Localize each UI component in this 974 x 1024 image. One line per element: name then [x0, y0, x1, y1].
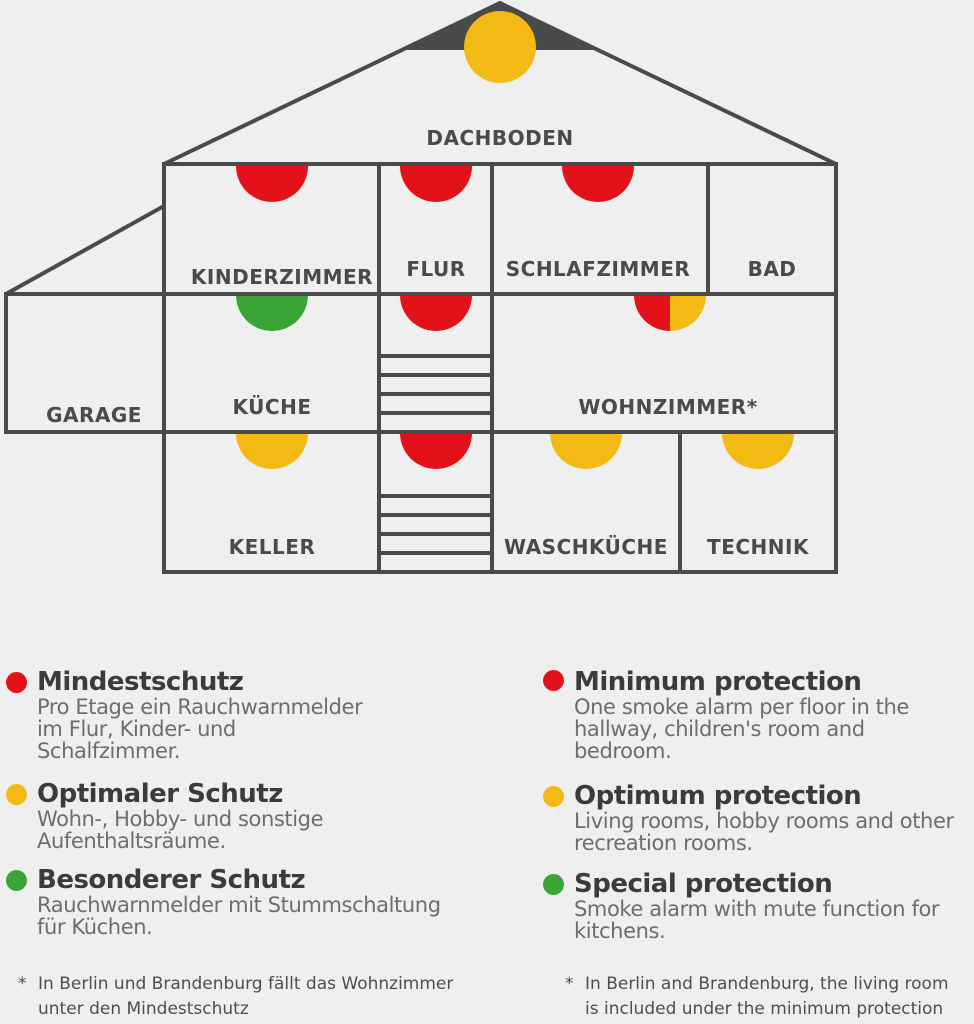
legend-desc-line: bedroom.	[574, 739, 672, 763]
alarm-keller	[236, 433, 308, 469]
legend-title: Minimum protection	[574, 667, 862, 697]
alarm-technik	[722, 433, 794, 469]
legend-desc-line: recreation rooms.	[574, 831, 753, 855]
footnote-line: unter den Mindestschutz	[38, 999, 249, 1019]
footnote-line: In Berlin and Brandenburg, the living ro…	[585, 974, 949, 994]
green-dot-icon	[6, 870, 27, 891]
room-label-kinderzimmer: KINDERZIMMER	[191, 265, 373, 289]
room-label-keller: KELLER	[229, 535, 316, 559]
legend-desc-line: Aufenthaltsräume.	[37, 829, 226, 853]
footnote-star: *	[18, 974, 27, 994]
alarm-schlafzimmer	[562, 166, 634, 202]
footnote-english: * In Berlin and Brandenburg, the living …	[565, 972, 970, 1022]
legend-item-optimum-protection: Optimum protection Living rooms, hobby r…	[543, 782, 973, 870]
room-label-technik: TECHNIK	[707, 535, 810, 559]
room-label-bad: BAD	[748, 257, 797, 281]
legend-german: Mindestschutz Pro Etage ein Rauchwarnmel…	[6, 668, 446, 946]
legend-title: Special protection	[574, 869, 833, 899]
alarm-wohnzimmer-red-half	[634, 295, 670, 331]
footnote-star: *	[565, 974, 574, 994]
legend-desc-line: für Küchen.	[37, 915, 153, 939]
green-dot-icon	[543, 874, 564, 895]
legend-desc-line: Living rooms, hobby rooms and other	[574, 809, 954, 833]
footnote-line: is included under the minimum protection	[585, 999, 944, 1019]
legend-desc-line: One smoke alarm per floor in the	[574, 695, 909, 719]
yellow-dot-icon	[543, 786, 564, 807]
legend-title: Mindestschutz	[37, 667, 244, 697]
legend-desc-line: Smoke alarm with mute function for	[574, 897, 940, 921]
legend-item-mindestschutz: Mindestschutz Pro Etage ein Rauchwarnmel…	[6, 668, 446, 780]
legend-desc-line: Rauchwarnmelder mit Stummschaltung	[37, 893, 441, 917]
legend-item-special-protection: Special protection Smoke alarm with mute…	[543, 870, 973, 950]
legend-desc-line: hallway, children's room and	[574, 717, 865, 741]
legend-item-minimum-protection: Minimum protection One smoke alarm per f…	[543, 668, 973, 782]
red-dot-icon	[543, 670, 564, 691]
room-label-waschkueche: WASCHKÜCHE	[504, 535, 668, 559]
alarm-wohnzimmer-yellow-half	[670, 295, 706, 331]
legend-desc-line: Schalfzimmer.	[37, 739, 181, 763]
legend-title: Optimum protection	[574, 781, 862, 811]
house-diagram: DACHBODEN KINDERZIMMER FLUR SCHLAFZIMMER…	[4, 0, 838, 574]
room-label-dachboden: DACHBODEN	[426, 126, 573, 150]
alarm-kueche	[236, 295, 308, 331]
footnote-german: * In Berlin und Brandenburg fällt das Wo…	[18, 972, 478, 1022]
yellow-dot-icon	[6, 784, 27, 805]
legend-title: Besonderer Schutz	[37, 865, 306, 895]
alarm-dachboden	[464, 11, 536, 83]
alarm-flur-og	[400, 166, 472, 202]
legend-item-optimaler-schutz: Optimaler Schutz Wohn-, Hobby- und sonst…	[6, 780, 446, 866]
legend-desc-line: im Flur, Kinder- und	[37, 717, 236, 741]
house-outline	[4, 0, 838, 574]
room-label-flur: FLUR	[406, 257, 465, 281]
legend-item-besonderer-schutz: Besonderer Schutz Rauchwarnmelder mit St…	[6, 866, 446, 946]
room-label-garage: GARAGE	[46, 403, 142, 427]
legend-desc-line: Pro Etage ein Rauchwarnmelder	[37, 695, 363, 719]
room-label-wohnzimmer: WOHNZIMMER*	[578, 395, 757, 419]
legend-english: Minimum protection One smoke alarm per f…	[543, 668, 973, 950]
alarm-waschkueche	[550, 433, 622, 469]
alarm-flur-eg	[400, 295, 472, 331]
legend-title: Optimaler Schutz	[37, 779, 283, 809]
stairs	[379, 354, 492, 555]
red-dot-icon	[6, 672, 27, 693]
room-label-schlafzimmer: SCHLAFZIMMER	[506, 257, 691, 281]
legend-desc-line: Wohn-, Hobby- und sonstige	[37, 807, 324, 831]
alarm-kinderzimmer	[236, 166, 308, 202]
legend-desc-line: kitchens.	[574, 919, 666, 943]
alarm-flur-kg	[400, 433, 472, 469]
room-label-kueche: KÜCHE	[233, 395, 312, 419]
footnote-line: In Berlin und Brandenburg fällt das Wohn…	[38, 974, 454, 994]
